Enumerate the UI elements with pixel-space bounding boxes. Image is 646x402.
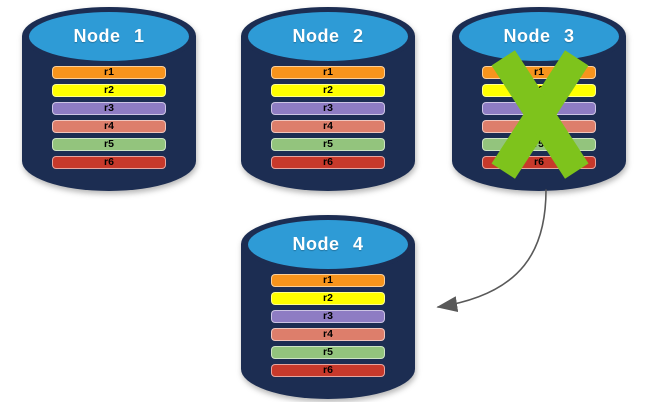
- node-label: Node 1: [73, 26, 145, 46]
- node-label: Node 2: [292, 26, 364, 46]
- replica-row: r4: [271, 120, 385, 133]
- node-label: Node 4: [292, 234, 364, 254]
- replica-row: r6: [271, 364, 385, 377]
- node-3-cylinder: Node 3 r1 r2 r3 r4 r5 r6: [452, 7, 626, 191]
- replica-row: r5: [52, 138, 166, 151]
- node-2-cylinder: Node 2 r1 r2 r3 r4 r5 r6: [241, 7, 415, 191]
- node-1-cylinder: Node 1 r1 r2 r3 r4 r5 r6: [22, 7, 196, 191]
- replica-rows: r1 r2 r3 r4 r5 r6: [271, 66, 385, 169]
- cylinder-top-face: Node 1: [29, 12, 189, 61]
- cylinder-top-face: Node 4: [248, 220, 408, 269]
- cylinder-top-face: Node 3: [459, 12, 619, 61]
- replica-row: r2: [52, 84, 166, 97]
- replica-row: r4: [52, 120, 166, 133]
- node-4-cylinder: Node 4 r1 r2 r3 r4 r5 r6: [241, 215, 415, 399]
- replica-row: r2: [271, 292, 385, 305]
- replica-row: r6: [52, 156, 166, 169]
- replica-row: r5: [271, 346, 385, 359]
- replica-rows: r1 r2 r3 r4 r5 r6: [271, 274, 385, 377]
- cylinder-top-face: Node 2: [248, 12, 408, 61]
- replica-rows: r1 r2 r3 r4 r5 r6: [52, 66, 166, 169]
- replica-row: r2: [271, 84, 385, 97]
- node-label: Node 3: [503, 26, 575, 46]
- replica-row: r3: [271, 102, 385, 115]
- replica-row: r1: [271, 66, 385, 79]
- replica-row: r4: [271, 328, 385, 341]
- failure-x-icon: [452, 7, 626, 191]
- replica-row: r1: [271, 274, 385, 287]
- replica-row: r1: [52, 66, 166, 79]
- replica-row: r6: [271, 156, 385, 169]
- replica-row: r3: [52, 102, 166, 115]
- arrow-curve: [436, 189, 547, 313]
- replica-row: r5: [271, 138, 385, 151]
- replica-row: r3: [271, 310, 385, 323]
